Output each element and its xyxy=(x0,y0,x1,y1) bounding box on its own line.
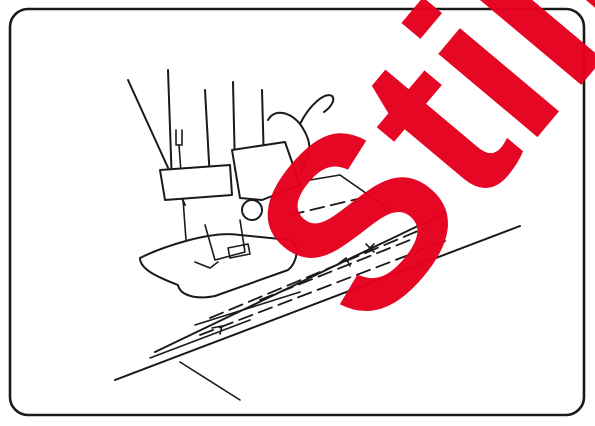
fabric-bottom-edge xyxy=(179,361,241,401)
presser-foot xyxy=(139,219,298,299)
presser-foot-slot xyxy=(194,261,219,269)
shank-body xyxy=(231,141,301,201)
presser-foot-sole xyxy=(139,233,298,299)
needle-bar-right xyxy=(204,89,211,181)
seam-marker-x xyxy=(365,243,375,253)
stitch-line-guide xyxy=(259,239,411,301)
figure-frame xyxy=(8,7,586,417)
fabric-top-edge-a xyxy=(309,174,341,181)
stitch-line-upper xyxy=(289,195,371,216)
presser-lever-tip xyxy=(299,94,335,125)
fabric-right-edge xyxy=(339,174,391,211)
seam-markers xyxy=(211,243,375,335)
presser-foot-guide xyxy=(227,243,251,259)
needle-bar-left xyxy=(167,69,173,186)
fabric-layer-line xyxy=(149,319,251,359)
seam-marker-caret xyxy=(337,257,351,267)
presser-foot-shank xyxy=(159,94,335,221)
fabric xyxy=(114,174,521,401)
fabric-upper-long-edge xyxy=(154,212,446,353)
fabric-fold-line xyxy=(194,291,301,326)
needle-clamp-block xyxy=(159,164,233,201)
seam-marker-c xyxy=(211,325,223,335)
fabric-lower-long-edge xyxy=(114,225,521,381)
stitch-line-middle xyxy=(209,227,426,319)
stitch-lines xyxy=(199,195,446,336)
thumb-screw xyxy=(241,199,263,221)
stitch-line-lower xyxy=(199,240,446,336)
